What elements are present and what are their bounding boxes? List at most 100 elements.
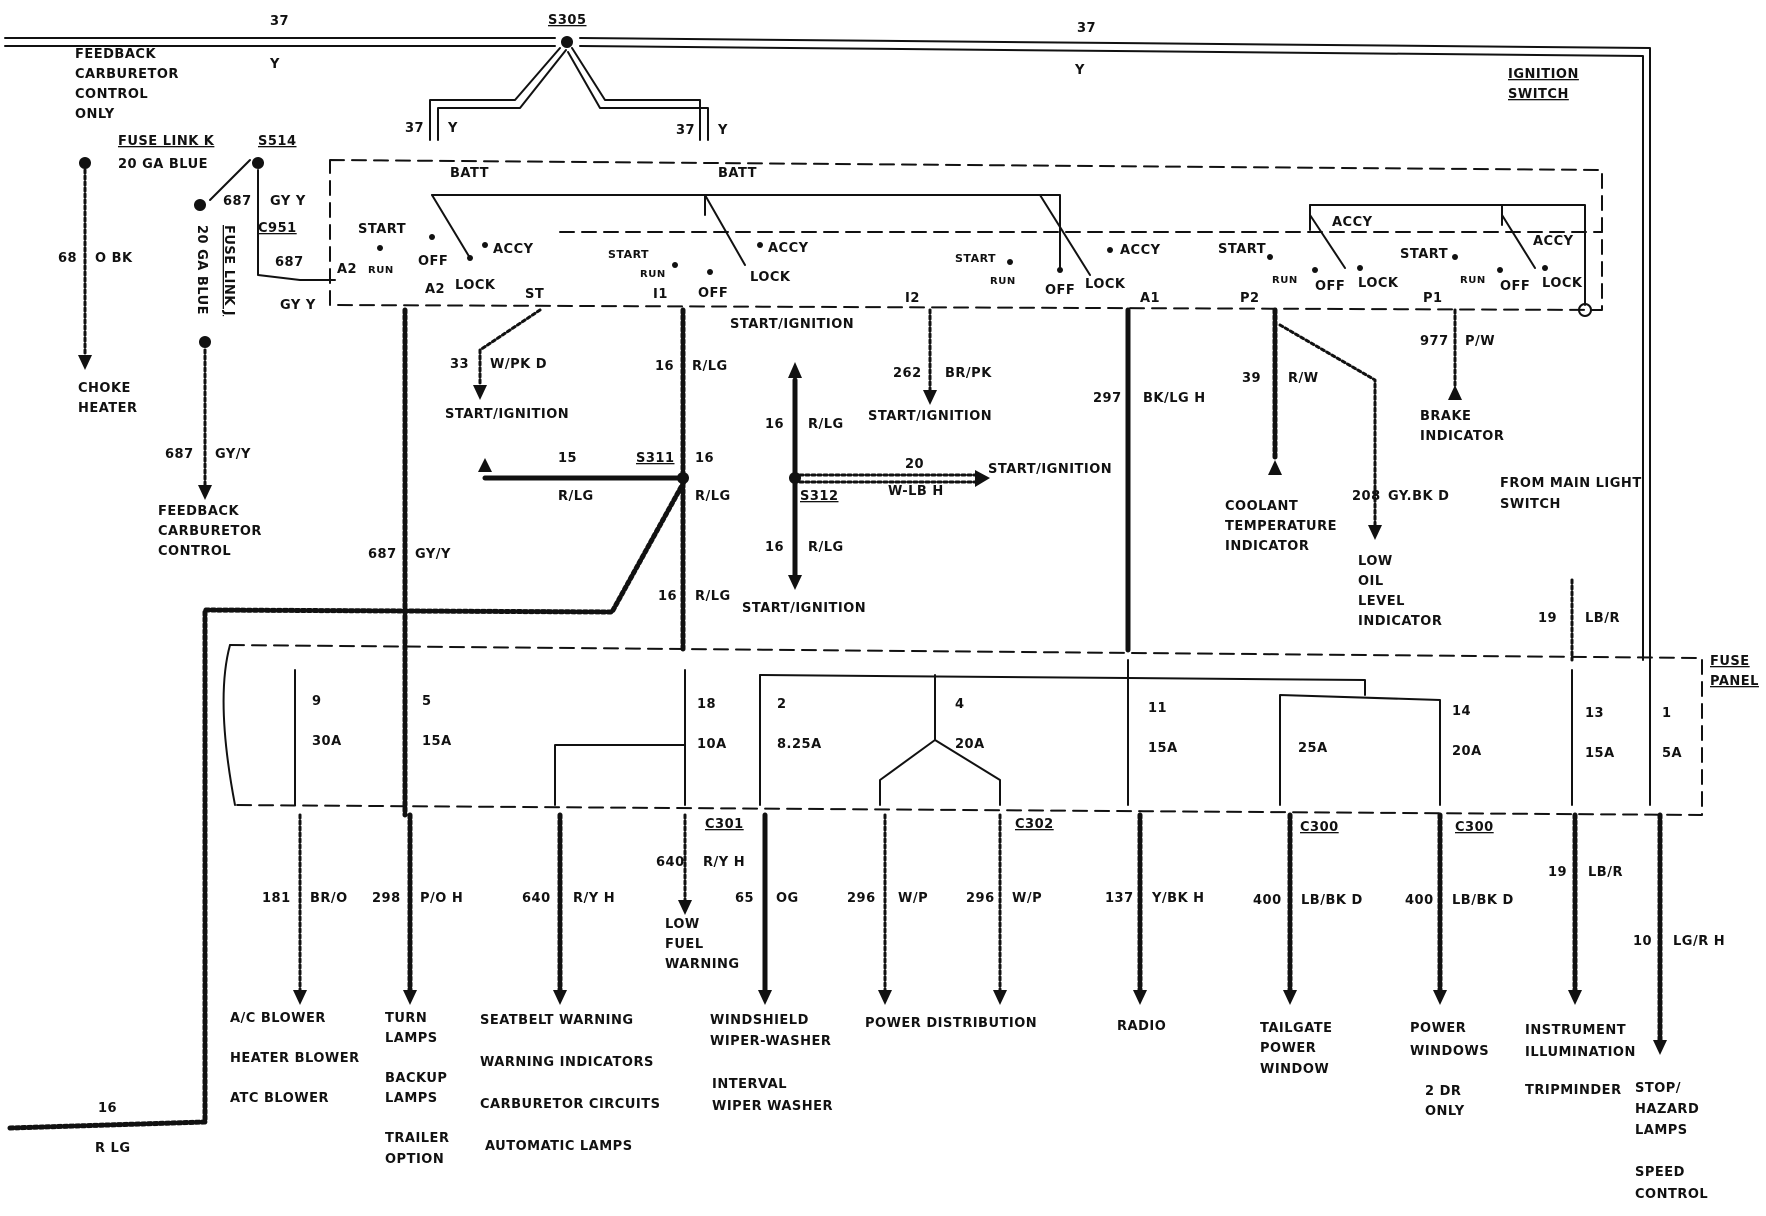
svg-text:FEEDBACK: FEEDBACK [75,47,156,62]
svg-text:BK/LG H: BK/LG H [1143,391,1206,406]
switch-circuits: 687 GY/Y 33 W/PK D START/IGNITION 16 R/L… [368,307,1642,818]
svg-text:FUEL: FUEL [665,937,704,952]
svg-text:CHOKE: CHOKE [78,381,131,396]
fuse-11-num: 11 [1148,701,1167,716]
svg-text:AUTOMATIC LAMPS: AUTOMATIC LAMPS [485,1139,633,1154]
pin-i1: I1 [653,287,668,302]
feedback-note: FEEDBACK CARBURETOR CONTROL ONLY [75,47,178,122]
svg-text:BRAKE: BRAKE [1420,409,1471,424]
svg-text:FROM MAIN LIGHT: FROM MAIN LIGHT [1500,476,1642,491]
svg-text:FUSE LINK J: FUSE LINK J [221,225,236,316]
switch-lock-4: LOCK [1358,276,1399,291]
pin-p2: P2 [1240,291,1260,306]
svg-text:ILLUMINATION: ILLUMINATION [1525,1045,1636,1060]
svg-text:R/Y H: R/Y H [703,855,745,870]
svg-text:C300: C300 [1455,820,1494,835]
switch-start-5: START [1400,247,1448,262]
svg-text:OIL: OIL [1358,574,1384,589]
pin-i2: I2 [905,291,920,306]
svg-text:297: 297 [1093,391,1122,406]
switch-run-1: RUN [368,265,394,276]
destination-labels: A/C BLOWER HEATER BLOWER ATC BLOWER TURN… [230,917,1708,1202]
svg-text:OG: OG [776,891,799,906]
switch-off-5: OFF [1500,279,1530,294]
svg-text:INDICATOR: INDICATOR [1358,614,1442,629]
svg-text:65: 65 [735,891,754,906]
svg-text:INDICATOR: INDICATOR [1420,429,1504,444]
switch-off-2: OFF [698,286,728,301]
wire-color-y-left: Y [269,57,280,72]
fuse-1-amp: 5A [1662,746,1682,761]
svg-text:POWER: POWER [1260,1041,1316,1056]
svg-text:BR/O: BR/O [310,891,348,906]
switch-wire-37-a: 37 [405,121,424,136]
wire-208 [1278,323,1377,527]
switch-run-2: RUN [640,269,666,280]
svg-text:LB/BK D: LB/BK D [1301,893,1363,908]
svg-text:R/LG: R/LG [692,359,728,374]
svg-text:LAMPS: LAMPS [1635,1123,1688,1138]
svg-text:16: 16 [765,540,784,555]
svg-text:INDICATOR: INDICATOR [1225,539,1309,554]
svg-text:FEEDBACK: FEEDBACK [158,504,239,519]
switch-accy-5: ACCY [1533,234,1574,249]
svg-text:GY Y: GY Y [280,298,316,313]
svg-text:START/IGNITION: START/IGNITION [742,601,866,616]
switch-y-b: Y [717,123,728,138]
svg-text:SEATBELT WARNING: SEATBELT WARNING [480,1013,634,1028]
svg-text:39: 39 [1242,371,1261,386]
pin-p1: P1 [1423,291,1443,306]
svg-text:CARBURETOR CIRCUITS: CARBURETOR CIRCUITS [480,1097,660,1112]
svg-text:15: 15 [558,451,577,466]
fuse-1-num: 1 [1662,706,1672,721]
pin-st: ST [525,287,544,302]
fuse-5-amp: 15A [422,734,452,749]
switch-accy-3: ACCY [1120,243,1161,258]
svg-text:10: 10 [1633,934,1652,949]
fuse-4-num: 4 [955,697,965,712]
svg-text:W-LB H: W-LB H [888,484,944,499]
svg-text:LAMPS: LAMPS [385,1091,438,1106]
fuse-9-amp: 30A [312,734,342,749]
svg-text:181: 181 [262,891,291,906]
svg-text:LOW: LOW [665,917,700,932]
svg-text:R/W: R/W [1288,371,1319,386]
switch-y-a: Y [447,121,458,136]
svg-text:S311: S311 [636,451,675,466]
svg-text:20 GA BLUE: 20 GA BLUE [194,225,209,315]
switch-lock-1: LOCK [455,278,496,293]
switch-start-2: START [608,248,649,261]
svg-text:GY.BK D: GY.BK D [1388,489,1449,504]
svg-text:WINDOWS: WINDOWS [1410,1044,1489,1059]
svg-text:STOP/: STOP/ [1635,1081,1681,1096]
splice-s311-node [677,472,689,484]
svg-text:FUSE LINK K: FUSE LINK K [118,134,215,149]
svg-text:LAMPS: LAMPS [385,1031,438,1046]
svg-text:LB/R: LB/R [1588,865,1623,880]
svg-text:2 DR: 2 DR [1425,1084,1461,1099]
svg-text:LEVEL: LEVEL [1358,594,1405,609]
svg-text:R/LG: R/LG [695,589,731,604]
svg-text:208: 208 [1352,489,1381,504]
svg-text:START/IGNITION: START/IGNITION [730,317,854,332]
svg-text:Y/BK H: Y/BK H [1151,891,1205,906]
svg-text:O BK: O BK [95,251,133,266]
svg-text:R LG: R LG [95,1141,131,1156]
svg-text:R/LG: R/LG [808,417,844,432]
svg-text:977: 977 [1420,334,1449,349]
switch-accy-2: ACCY [768,241,809,256]
svg-text:LOW: LOW [1358,554,1393,569]
svg-text:S312: S312 [800,489,839,504]
svg-text:INSTRUMENT: INSTRUMENT [1525,1023,1626,1038]
fuse-4-amp: 20A [955,737,985,752]
switch-run-3: RUN [990,276,1016,287]
svg-text:WINDSHIELD: WINDSHIELD [710,1013,809,1028]
svg-text:16: 16 [98,1101,117,1116]
svg-text:CONTROL: CONTROL [158,544,231,559]
wire-16-rlg-left [7,477,688,1131]
svg-text:START/IGNITION: START/IGNITION [445,407,569,422]
svg-text:ATC BLOWER: ATC BLOWER [230,1091,329,1106]
svg-text:SPEED: SPEED [1635,1165,1685,1180]
